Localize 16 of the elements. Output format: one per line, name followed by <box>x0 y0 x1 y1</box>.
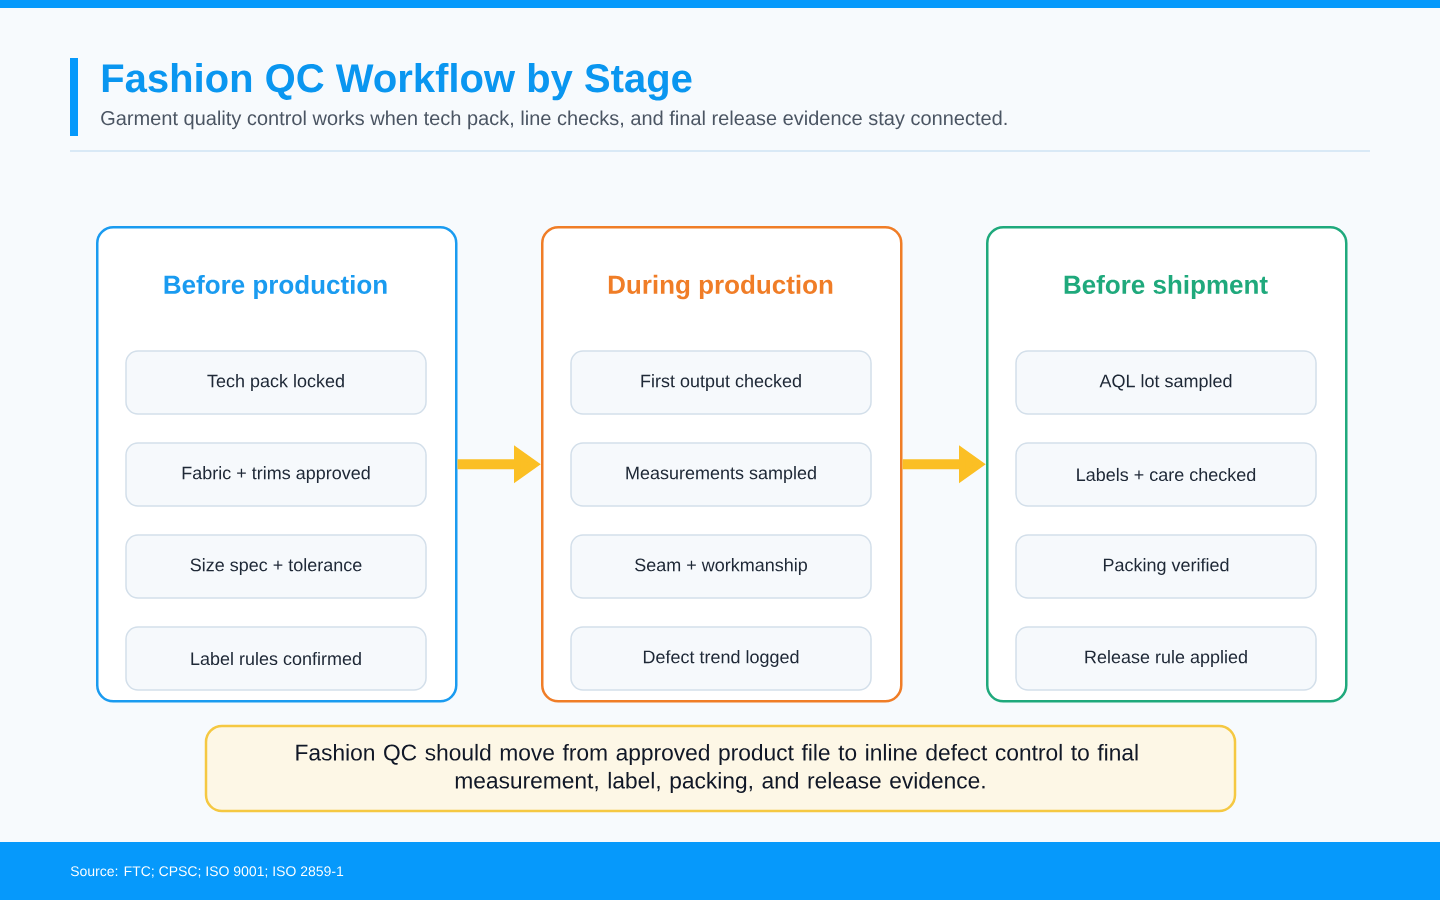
source-note: Source: FTC; CPSC; ISO 9001; ISO 2859-1 <box>70 866 344 878</box>
check-box: Label rules confirmed <box>125 626 427 691</box>
check-box: Release rule applied <box>1015 626 1317 691</box>
check-box: Packing verified <box>1015 534 1317 599</box>
check-box: AQL lot sampled <box>1015 350 1317 415</box>
check-box: Labels + care checked <box>1015 442 1317 507</box>
title: Fashion QC Workflow by Stage <box>102 63 692 101</box>
check-box: Fabric + trims approved <box>125 442 427 507</box>
check-box: First output checked <box>570 350 872 415</box>
check-box: Defect trend logged <box>570 626 872 691</box>
check-box: Measurements sampled <box>570 442 872 507</box>
check-box: Size spec + tolerance <box>125 534 427 599</box>
check-box: Tech pack locked <box>125 350 427 415</box>
summary-box: Fashion QC should move from approved product file to inline defect control to final measurement, label, packing, and release evidence. <box>204 724 1237 813</box>
subtitle: Garment quality control works when tech pack, line checks, and final release evidence stay connected. <box>101 110 1007 130</box>
check-box: Seam + workmanship <box>570 534 872 599</box>
